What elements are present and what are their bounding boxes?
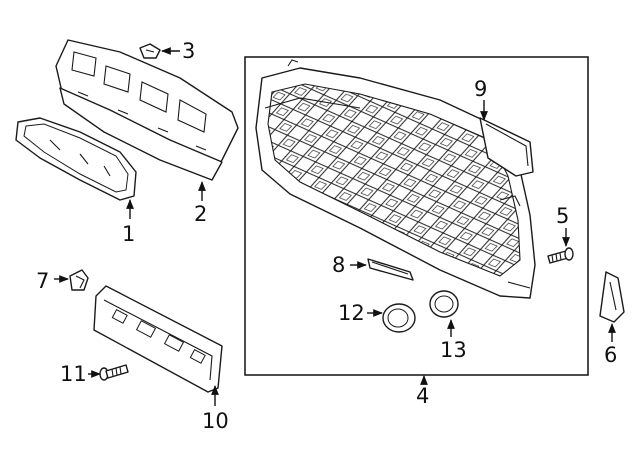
license-plate-bracket-part	[93, 285, 223, 393]
callout-6: 6	[604, 343, 617, 367]
side-bracket-part	[599, 271, 625, 323]
callout-7: 7	[36, 269, 49, 293]
callout-10: 10	[202, 409, 229, 433]
lower-grille-part	[15, 117, 137, 201]
grille-assembly-frame	[244, 56, 589, 376]
callout-5: 5	[556, 204, 569, 228]
grille-part	[255, 59, 536, 299]
reinforcement-bracket-part	[55, 39, 239, 181]
callout-12: 12	[338, 301, 365, 325]
clip-part-3	[139, 43, 161, 59]
callout-11: 11	[60, 362, 87, 386]
callout-4: 4	[416, 384, 429, 408]
callout-13: 13	[440, 338, 467, 362]
callout-9: 9	[474, 77, 487, 101]
callout-1: 1	[122, 222, 135, 246]
trim-strip-part	[367, 258, 414, 281]
bolt-part-11	[99, 364, 129, 381]
callout-2: 2	[194, 202, 207, 226]
clip-part-7	[69, 269, 89, 291]
emblem-cover-part	[479, 117, 534, 177]
callout-8: 8	[332, 253, 345, 277]
callout-3: 3	[182, 39, 195, 63]
ring-part-12	[382, 303, 416, 333]
screw-part-5	[547, 247, 574, 264]
ring-part-13	[429, 290, 459, 318]
